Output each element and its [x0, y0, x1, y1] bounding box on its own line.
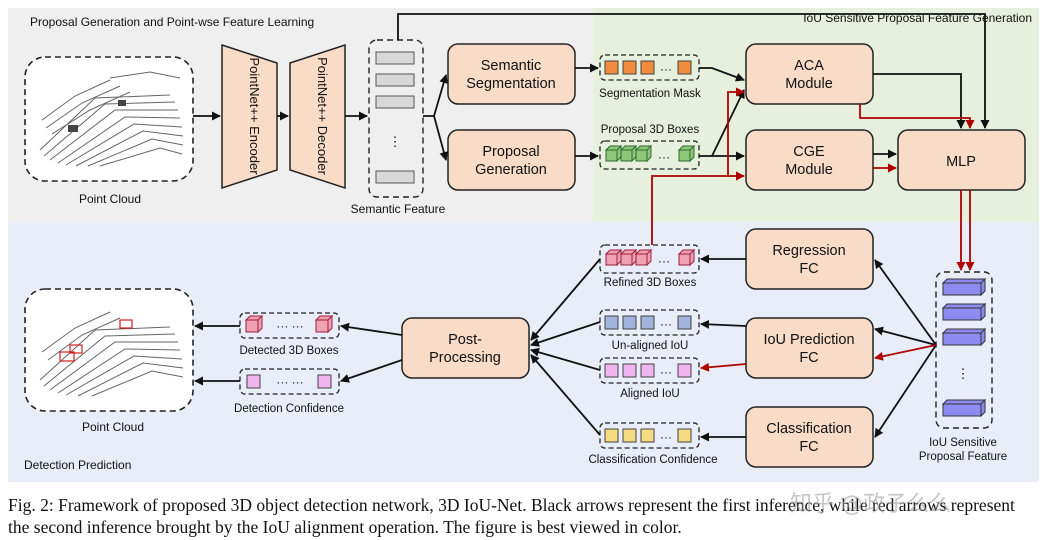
unaligned-iou-tokens: ···	[599, 309, 700, 336]
classification-fc-block	[745, 406, 874, 468]
proposal-generation-block	[447, 129, 576, 191]
label-semantic-feature: Semantic Feature	[351, 202, 446, 216]
red-arrows	[651, 87, 975, 372]
svg-text:···: ···	[660, 317, 672, 331]
figure-caption: Fig. 2: Framework of proposed 3D object …	[8, 495, 1015, 537]
section-title-proposal: Proposal Generation and Point-wse Featur…	[30, 15, 314, 29]
watermark-text: 知乎 @政子么么	[790, 492, 951, 517]
aligned-iou-tokens: ···	[599, 357, 700, 384]
semantic-segmentation-block	[447, 43, 576, 105]
detected-3d-boxes-tokens: ··· ···	[239, 312, 340, 339]
svg-text:··· ···: ··· ···	[276, 375, 303, 389]
svg-text:···: ···	[660, 62, 672, 76]
svg-text:···: ···	[660, 365, 672, 379]
decoder-block	[289, 43, 346, 190]
regression-fc-block	[745, 228, 874, 290]
label-iou-feature-line2: Proposal Feature	[919, 451, 1007, 463]
classification-fc-line1: Classification	[766, 421, 851, 437]
post-processing-block	[401, 317, 530, 379]
framework-diagram: Proposal Generation and Point-wse Featur…	[8, 8, 1039, 482]
semantic-feature-stack: ⋮	[368, 39, 424, 198]
label-detected-3d-boxes: Detected 3D Boxes	[239, 345, 338, 357]
label-aligned-iou: Aligned IoU	[620, 388, 679, 400]
semantic-segmentation-line1: Semantic	[481, 58, 541, 74]
label-proposal-3d-boxes: Proposal 3D Boxes	[601, 124, 700, 136]
aca-line2: Module	[785, 76, 833, 92]
label-detection-confidence: Detection Confidence	[234, 403, 344, 415]
label-refined-3d-boxes: Refined 3D Boxes	[604, 277, 697, 289]
cge-line1: CGE	[793, 144, 825, 160]
classification-fc-line2: FC	[799, 439, 818, 455]
cge-line2: Module	[785, 162, 833, 178]
aca-module-block	[745, 43, 874, 105]
semantic-segmentation-line2: Segmentation	[466, 76, 555, 92]
regression-fc-line2: FC	[799, 261, 818, 277]
regression-fc-line1: Regression	[772, 243, 845, 259]
svg-text:··· ···: ··· ···	[276, 319, 303, 333]
label-point-cloud-output: Point Cloud	[82, 420, 144, 434]
svg-text:···: ···	[660, 430, 672, 444]
mlp-label: MLP	[946, 154, 976, 170]
encoder-label: PointNet++ Encoder	[247, 57, 262, 175]
encoder-block	[221, 43, 278, 190]
iou-prediction-fc-line2: FC	[799, 350, 818, 366]
label-iou-feature-line1: IoU Sensitive	[929, 437, 997, 449]
proposal-generation-line1: Proposal	[482, 144, 539, 160]
detection-confidence-tokens: ··· ···	[239, 368, 340, 395]
proposal-3d-boxes-tokens: ···	[599, 140, 700, 170]
output-point-cloud	[24, 288, 194, 412]
label-classification-confidence: Classification Confidence	[588, 454, 717, 466]
post-processing-line2: Processing	[429, 350, 501, 366]
aca-line1: ACA	[794, 58, 824, 74]
black-arrows	[193, 13, 990, 442]
svg-text:⋮: ⋮	[957, 366, 970, 381]
label-point-cloud-input: Point Cloud	[79, 192, 141, 206]
svg-text:⋮: ⋮	[389, 134, 402, 149]
iou-feature-stack: ⋮	[935, 271, 993, 429]
svg-text:···: ···	[658, 150, 670, 164]
label-unaligned-iou: Un-aligned IoU	[612, 340, 689, 352]
section-title-detection: Detection Prediction	[24, 458, 131, 472]
iou-prediction-fc-line1: IoU Prediction	[763, 332, 854, 348]
cge-module-block	[745, 129, 874, 191]
proposal-generation-line2: Generation	[475, 162, 547, 178]
decoder-label: PointNet++ Decoder	[315, 57, 330, 175]
svg-text:···: ···	[658, 254, 670, 268]
label-segmentation-mask: Segmentation Mask	[599, 88, 701, 100]
input-point-cloud	[24, 56, 194, 182]
post-processing-line1: Post-	[448, 332, 482, 348]
classification-confidence-tokens: ···	[599, 422, 700, 449]
iou-prediction-fc-block	[745, 317, 874, 379]
